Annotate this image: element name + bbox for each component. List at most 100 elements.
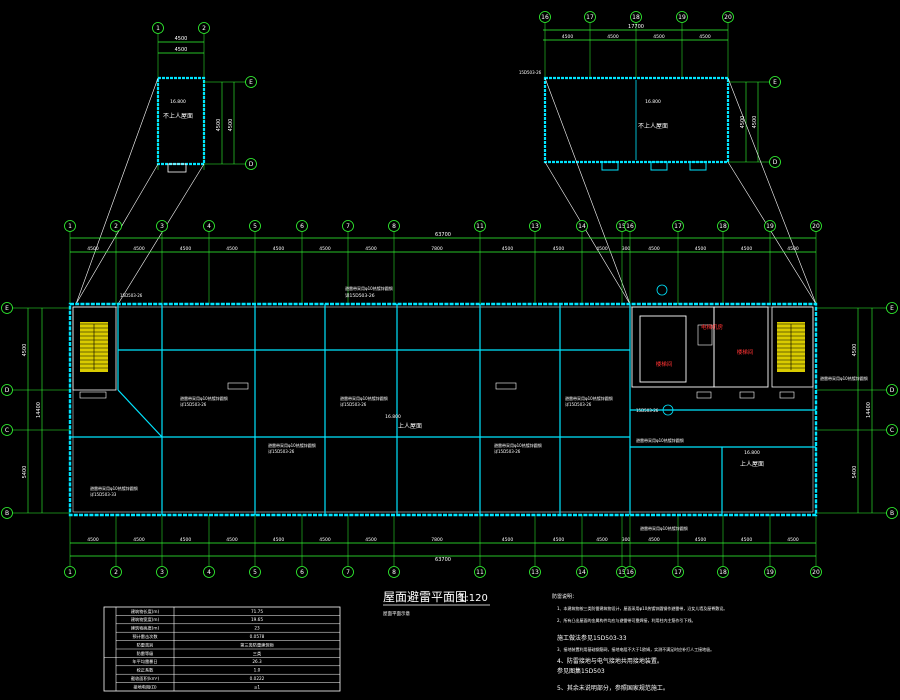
- bottom-axis-6: 6: [296, 566, 308, 578]
- top-axis-14-label: 14: [578, 223, 586, 230]
- right-roof-label: 上人屋面: [740, 460, 764, 468]
- bottom-axis-6-label: 6: [300, 569, 304, 576]
- inset-right-axis-20: 20: [722, 11, 734, 23]
- schedule-label-5: 防雷等级: [137, 650, 155, 657]
- bottom-axis-5: 5: [249, 566, 261, 578]
- top-ref: 详15D503-26: [345, 292, 375, 299]
- schedule-value-9: ≤1: [254, 684, 261, 689]
- schedule-value-8: 0.0222: [250, 676, 265, 681]
- schedule-label-6: 年平均雷暴日: [132, 658, 157, 665]
- bottom-dim-6: 4500: [365, 537, 377, 543]
- bottom-axis-4: 4: [203, 566, 215, 578]
- right-dim-total: 14400: [866, 402, 872, 418]
- bottom-axis-16-label: 16: [626, 569, 634, 576]
- left-dim-total: 14400: [36, 402, 42, 418]
- top-dim-total: 63700: [435, 232, 451, 238]
- top-note: 避雷带采用φ10热镀锌圆钢: [345, 285, 393, 291]
- bottom-dim-14: 4500: [741, 537, 753, 543]
- ref-a: 详15D503-26: [180, 401, 207, 407]
- schedule-value-3: 0.0578: [250, 634, 265, 639]
- bottom-axis-19: 19: [764, 566, 776, 578]
- top-axis-1: 1: [64, 220, 76, 232]
- top-dim-0: 4500: [87, 246, 99, 252]
- inset-right-side-axis-D-label: D: [773, 159, 778, 166]
- room-label-2: 电梯机房: [701, 323, 724, 331]
- top-axis-3-label: 3: [160, 223, 164, 230]
- top-axis-20-label: 20: [812, 223, 820, 230]
- drawing-title: 屋面避雷平面图 1:120 屋面平面示意: [383, 590, 490, 617]
- top-axis-4-label: 4: [207, 223, 211, 230]
- top-dim-14: 4500: [741, 246, 753, 252]
- left-axis-B: B: [1, 507, 13, 519]
- top-dim-4: 4500: [273, 246, 285, 252]
- title-scale: 1:120: [459, 593, 488, 604]
- top-axis-20: 20: [810, 220, 822, 232]
- schedule-label-9: 接地电阻(Ω): [133, 683, 157, 690]
- bottom-dim-4: 4500: [273, 537, 285, 543]
- top-dim-15: 4500: [787, 246, 799, 252]
- schedule-value-0: 71.75: [251, 609, 263, 614]
- left-axis-D-label: D: [5, 387, 10, 394]
- bottom-axis-11: 11: [474, 566, 486, 578]
- top-dim-12: 4500: [648, 246, 660, 252]
- inset-left-dim-total: 4500: [175, 47, 188, 53]
- note-item-3: 3、接地装置利用基础钢筋网，接地电阻不大于1欧姆，实测不满足时应补打人工接地极。: [557, 646, 714, 652]
- inset-left-elev: 16.800: [170, 99, 186, 105]
- bottom-axis-1: 1: [64, 566, 76, 578]
- top-dim-3: 4500: [226, 246, 238, 252]
- bottom-axis-19-label: 19: [766, 569, 774, 576]
- top-axis-16: 16: [624, 220, 636, 232]
- note-i: 15D503-26: [636, 408, 659, 413]
- top-axis-3: 3: [156, 220, 168, 232]
- right-elev: 16.800: [744, 450, 760, 456]
- right-axis-E: E: [886, 302, 898, 314]
- ref-g: 详15D503-33: [90, 491, 117, 497]
- inset-left-note: 不上人屋面: [163, 112, 193, 120]
- room-label-3: 楼梯间: [737, 348, 754, 356]
- projection-lines: [75, 77, 817, 305]
- bottom-dim-0: 4500: [87, 537, 99, 543]
- top-axis-5: 5: [249, 220, 261, 232]
- note-h: 15D503-26: [120, 293, 143, 298]
- inset-left-side-total: 4500: [228, 119, 234, 132]
- note-c: 避雷带采用φ10热镀锌圆钢: [565, 395, 613, 401]
- lightning-mesh: [70, 304, 816, 515]
- top-axis-4: 4: [203, 220, 215, 232]
- ref-e: 详15D503-26: [494, 448, 521, 454]
- left-dim-1: 4500: [22, 344, 28, 357]
- top-axis-2-label: 2: [114, 223, 118, 230]
- notes-heading: 防雷说明：: [552, 593, 577, 600]
- bottom-axis-14-label: 14: [578, 569, 586, 576]
- top-axis-16-label: 16: [626, 223, 634, 230]
- right-axis-E-label: E: [890, 305, 894, 312]
- top-axis-5-label: 5: [253, 223, 257, 230]
- inset-right-dim-0: 4500: [562, 34, 574, 40]
- bottom-axis-18: 18: [717, 566, 729, 578]
- plan-elev: 16.800: [385, 414, 401, 420]
- bottom-axis-7-label: 7: [346, 569, 350, 576]
- left-dim-2: 5400: [22, 466, 28, 479]
- bottom-axis-13-label: 13: [531, 569, 539, 576]
- bottom-axis-16: 16: [624, 566, 636, 578]
- top-axis-17-label: 17: [674, 223, 682, 230]
- note-j: 避雷带采用φ10热镀锌圆钢: [640, 525, 688, 531]
- inset-right-axis-19: 19: [676, 11, 688, 23]
- bottom-dim-11: 300: [622, 537, 631, 543]
- room-label-1: 楼梯间: [656, 360, 673, 368]
- inset-right-side-axis-E-label: E: [773, 79, 777, 86]
- top-axis-6-label: 6: [300, 223, 304, 230]
- top-dim-11: 300: [622, 246, 631, 252]
- bottom-dim-7: 7800: [431, 537, 443, 543]
- top-axis-11: 11: [474, 220, 486, 232]
- top-axis-19: 19: [764, 220, 776, 232]
- bottom-axis-7: 7: [342, 566, 354, 578]
- note-g: 避雷带采用φ10热镀锌圆钢: [90, 485, 138, 491]
- top-axis-6: 6: [296, 220, 308, 232]
- inset-left-axis-2: 2: [198, 22, 210, 34]
